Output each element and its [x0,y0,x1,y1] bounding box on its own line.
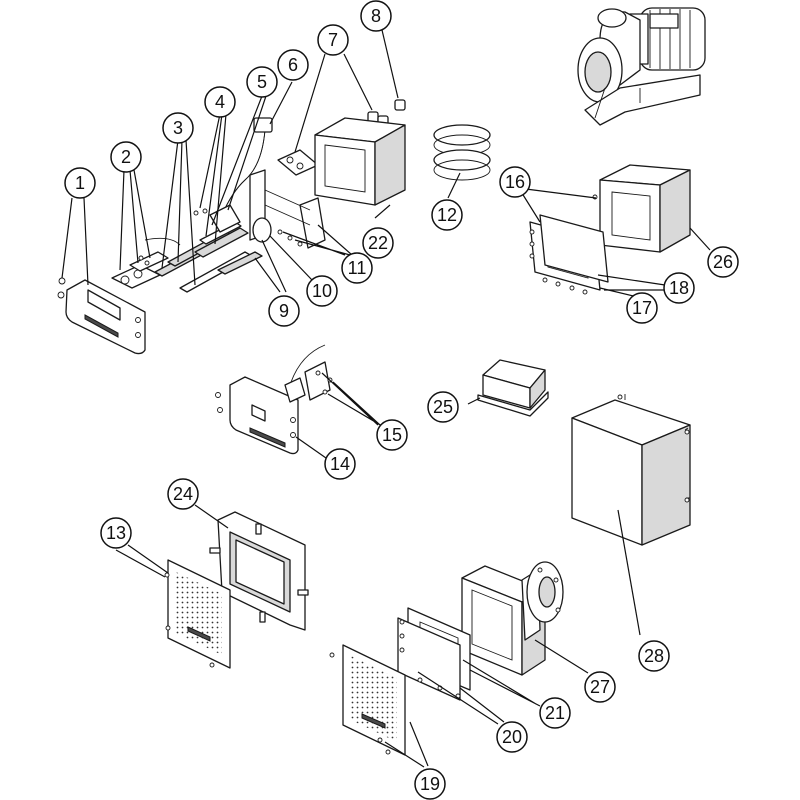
callout-17: 17 [626,292,658,324]
callout-2: 2 [110,141,142,173]
frame-part-24 [209,511,309,631]
callout-28: 28 [638,640,670,672]
bracket-part-4 [193,208,249,258]
svg-text:9: 9 [279,301,289,321]
callout-4: 4 [204,86,236,118]
callout-21: 21 [539,697,571,729]
svg-text:3: 3 [173,118,183,138]
callout-6: 6 [277,49,309,81]
svg-text:10: 10 [312,281,332,301]
callout-8: 8 [360,0,392,32]
housing-part-26 [599,164,691,253]
callout-22: 22 [362,227,394,259]
svg-text:24: 24 [173,484,193,504]
housing-part-22 [314,117,406,206]
svg-text:16: 16 [505,172,525,192]
svg-text:25: 25 [433,397,453,417]
callout-20: 20 [496,721,528,753]
svg-text:14: 14 [330,454,350,474]
callout-5: 5 [246,66,278,98]
svg-text:6: 6 [288,55,298,75]
svg-text:11: 11 [348,258,367,278]
svg-text:12: 12 [437,205,457,225]
svg-text:19: 19 [420,774,440,794]
front-panel-part-14 [215,376,299,455]
leader-lines [61,29,711,768]
svg-text:27: 27 [590,677,610,697]
svg-text:26: 26 [713,252,733,272]
svg-text:2: 2 [121,147,131,167]
svg-text:15: 15 [382,425,402,445]
enclosure-part-28 [571,394,691,546]
callout-9: 9 [268,295,300,327]
svg-text:20: 20 [502,727,522,747]
svg-text:8: 8 [371,6,381,26]
callout-19: 19 [414,768,446,800]
svg-text:17: 17 [632,298,652,318]
gasket-frame-part-17 [529,194,609,295]
callout-13: 13 [100,517,132,549]
callout-14: 14 [324,448,356,480]
callout-12: 12 [431,199,463,231]
callout-25: 25 [427,391,459,423]
callout-7: 7 [317,24,349,56]
callout-1: 1 [64,167,96,199]
grille-part-13 [164,559,231,669]
svg-text:13: 13 [106,523,126,543]
callout-10: 10 [306,275,338,307]
housing-part-27 [461,561,564,676]
pump-motor [577,7,706,126]
callout-3: 3 [162,112,194,144]
callout-18: 18 [663,272,695,304]
gasket-part-2 [111,251,169,289]
callout-27: 27 [584,671,616,703]
callout-15: 15 [376,419,408,451]
svg-text:28: 28 [644,646,664,666]
grille-part-19 [329,644,406,756]
svg-text:21: 21 [545,703,565,723]
svg-text:1: 1 [75,173,85,193]
svg-text:5: 5 [257,72,267,92]
rings-part-12 [433,124,491,181]
svg-text:7: 7 [328,30,338,50]
callout-26: 26 [707,246,739,278]
callout-11: 11 [341,252,373,284]
oring-part-10 [217,217,272,275]
gasket-frame-part-21 [397,607,471,701]
callout-24: 24 [167,478,199,510]
front-panel-part-1 [57,277,146,355]
bracket-part-15 [284,344,333,403]
svg-text:4: 4 [215,92,225,112]
svg-text:18: 18 [669,278,689,298]
plug-part-8 [394,99,406,111]
svg-text:22: 22 [368,233,388,253]
callout-16: 16 [499,166,531,198]
cover-part-25 [477,359,549,417]
